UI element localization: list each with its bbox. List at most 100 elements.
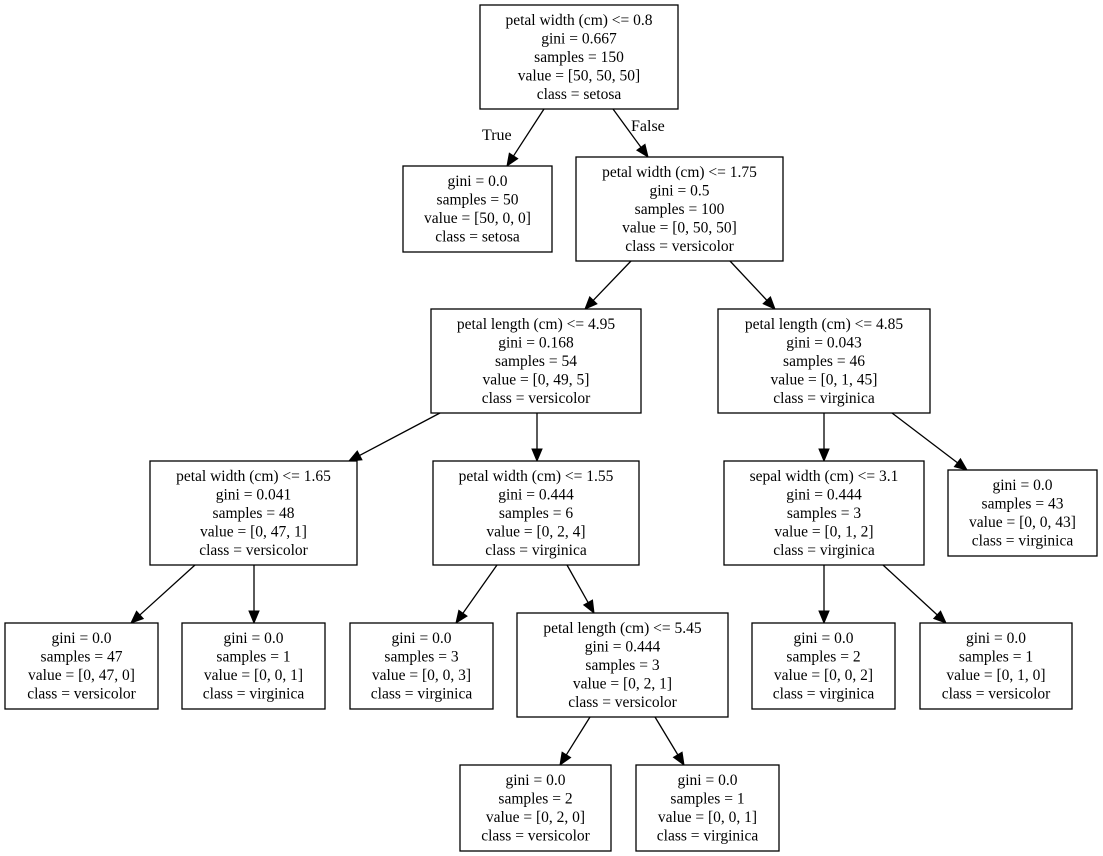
edge-n6-n12 (566, 564, 595, 615)
node-text-line: gini = 0.444 (498, 486, 574, 503)
node-box (947, 469, 1098, 557)
node-text-line: gini = 0.168 (498, 334, 574, 351)
node-text-line: value = [0, 47, 1] (200, 523, 307, 540)
edge-n7-n14 (882, 564, 947, 624)
node-text-line: samples = 47 (41, 649, 123, 666)
arrowhead (130, 610, 145, 624)
node-text-line: gini = 0.667 (541, 30, 617, 47)
edge-n6-n11 (455, 564, 498, 625)
edge-n5-n9 (130, 564, 196, 624)
node-text-line: samples = 100 (635, 201, 725, 218)
node-text-line: class = virginica (203, 686, 305, 703)
node-text-line: samples = 50 (437, 192, 519, 209)
edge-n5-n10 (248, 565, 260, 625)
node-text-line: samples = 1 (959, 649, 1033, 666)
node-text-line: gini = 0.043 (786, 334, 862, 351)
edge-line (512, 108, 545, 157)
edge-n4-n8 (891, 412, 969, 471)
arrowhead (506, 152, 519, 168)
edge-n3-n5 (347, 412, 441, 462)
node-text-line: gini = 0.444 (786, 486, 862, 503)
arrowhead (248, 610, 260, 625)
node-text-line: petal length (cm) <= 5.45 (543, 620, 701, 637)
edge-line (566, 564, 589, 603)
edge-line (139, 564, 196, 616)
node-text-line: class = virginica (485, 542, 587, 559)
node-text-line: value = [0, 2, 4] (486, 523, 585, 540)
node-text-line: class = virginica (773, 390, 875, 407)
arrowhead (635, 143, 649, 159)
node-text-line: gini = 0.0 (993, 477, 1053, 494)
node-text-line: value = [0, 0, 1] (658, 809, 757, 826)
node-text-line: value = [0, 1, 0] (946, 667, 1045, 684)
node-text-line: value = [50, 50, 50] (518, 67, 640, 84)
node-text-line: gini = 0.0 (392, 630, 452, 647)
node-box (349, 622, 494, 710)
arrowhead (818, 610, 830, 625)
node-text-line: samples = 6 (499, 505, 573, 522)
node-text-line: samples = 2 (786, 649, 860, 666)
node-text-line: value = [0, 0, 2] (774, 667, 873, 684)
edge-n4-n7 (818, 413, 830, 463)
node-text-line: samples = 1 (670, 791, 744, 808)
edge-n3-n6 (531, 413, 543, 463)
node-text-line: class = virginica (972, 533, 1074, 550)
edge-n0-n2: False (612, 108, 665, 159)
node-box (430, 308, 642, 414)
node-text-line: class = setosa (435, 229, 520, 246)
node-text-line: samples = 48 (213, 505, 295, 522)
node-text-line: class = virginica (773, 542, 875, 559)
node-text-line: value = [0, 0, 43] (969, 514, 1076, 531)
edge-line (612, 108, 642, 148)
edge-line (565, 716, 591, 756)
arrowhead (559, 751, 572, 767)
edge-n7-n13 (818, 565, 830, 625)
node-box (919, 622, 1073, 710)
node-text-line: value = [0, 1, 2] (774, 523, 873, 540)
node-box (717, 308, 931, 414)
arrowhead (932, 610, 947, 624)
node-text-line: sepal width (cm) <= 3.1 (750, 468, 899, 485)
node-text-line: petal length (cm) <= 4.85 (745, 316, 903, 333)
node-text-line: gini = 0.0 (966, 630, 1026, 647)
arrowhead (582, 599, 595, 615)
node-box (181, 622, 326, 710)
node-box (479, 4, 679, 110)
edge-n0-n1: True (482, 108, 545, 168)
node-box (635, 764, 780, 852)
edge-line (592, 260, 632, 301)
node-text-line: class = virginica (773, 686, 875, 703)
node-text-line: gini = 0.0 (52, 630, 112, 647)
node-text-line: class = versicolor (625, 238, 734, 255)
arrowhead (584, 295, 598, 310)
arrowhead (818, 448, 830, 463)
node-box (402, 165, 553, 253)
node-text-line: class = virginica (371, 686, 473, 703)
node-text-line: petal width (cm) <= 0.8 (505, 12, 652, 29)
edge-n12-n16 (654, 716, 685, 767)
node-box (432, 460, 640, 566)
node-box (516, 612, 729, 718)
node-box (149, 460, 358, 566)
edge-line (359, 412, 441, 456)
node-text-line: gini = 0.0 (224, 630, 284, 647)
edge-line (891, 412, 958, 464)
node-text-line: samples = 54 (495, 353, 577, 370)
node-text-line: value = [0, 0, 3] (372, 667, 471, 684)
arrowhead (347, 450, 363, 462)
node-text-line: samples = 3 (787, 505, 861, 522)
node-text-line: samples = 3 (384, 649, 458, 666)
arrowhead (762, 295, 776, 310)
node-text-line: gini = 0.0 (794, 630, 854, 647)
node-text-line: value = [0, 50, 50] (622, 219, 737, 236)
